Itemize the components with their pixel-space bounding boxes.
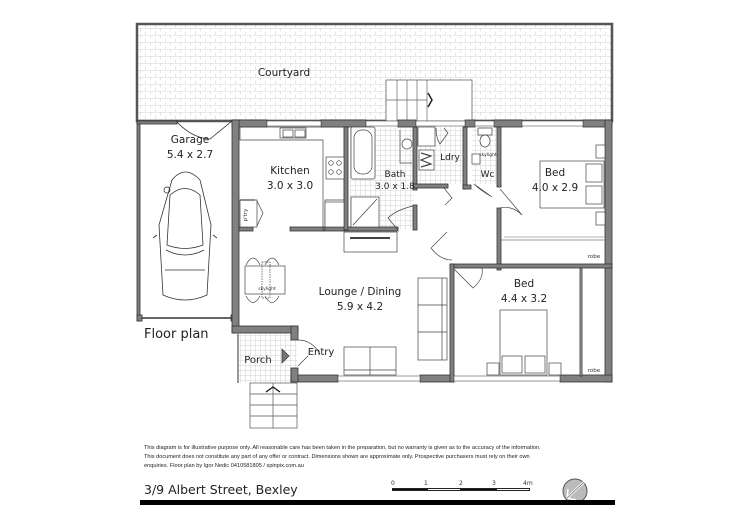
disclaimer-line-3: enquiries. Floor plan by Igor Nedic 0410… [144, 463, 304, 469]
courtyard-stairs [385, 79, 473, 122]
scale-segment [461, 488, 496, 491]
bedroom-1-furniture [501, 144, 606, 241]
garage-furniture [142, 120, 233, 319]
room-label-garage: Garage [170, 134, 210, 146]
room-label-bed-2: Bed [513, 278, 535, 290]
room-dims-bed-1: 4.0 x 2.9 [531, 182, 579, 194]
room-dims-garage: 5.4 x 2.7 [166, 149, 214, 161]
room-label-laundry: Ldry [440, 153, 460, 163]
scale-tick-3: 3 [492, 480, 496, 487]
scale-tick-1: 1 [424, 480, 428, 487]
robe-label-2: robe [587, 368, 601, 374]
room-dims-bath: 3.0 x 1.8 [375, 182, 415, 192]
lounge-furniture [244, 231, 453, 376]
windows [266, 120, 584, 382]
scale-tick-0: 0 [391, 480, 395, 487]
room-label-bed-1: Bed [544, 167, 566, 179]
scale-tick-4: 4m [523, 480, 533, 487]
skylight-label-dining: skylight [258, 287, 276, 292]
walls [136, 119, 613, 383]
room-label-courtyard: Courtyard [257, 67, 311, 79]
laundry-wc-fittings [417, 126, 523, 216]
room-dims-lounge-dining: 5.9 x 4.2 [336, 301, 384, 313]
disclaimer-text: This diagram is for illustrative purpose… [144, 444, 614, 471]
scale-bar: 0 1 2 3 4m [391, 480, 533, 494]
bedroom-2-furniture [453, 267, 562, 376]
property-address: 3/9 Albert Street, Bexley [144, 482, 298, 497]
disclaimer-line-2: This document does not constitute any pa… [144, 454, 530, 460]
room-label-lounge-dining: Lounge / Dining [318, 286, 402, 298]
room-label-kitchen: Kitchen [270, 165, 310, 177]
room-label-bath: Bath [384, 170, 406, 180]
bath-fittings [350, 126, 414, 231]
plan-title: Floor plan [144, 327, 209, 342]
scale-segment [392, 488, 427, 491]
footer-rule [140, 500, 615, 505]
room-dims-bed-2: 4.4 x 3.2 [500, 293, 548, 305]
disclaimer-line-1: This diagram is for illustrative purpose… [144, 445, 541, 451]
room-label-entry: Entry [307, 347, 335, 358]
room-label-wc: Wc [480, 170, 495, 180]
porch-stairs [237, 333, 298, 429]
room-label-porch: Porch [244, 355, 272, 366]
scale-segment [496, 488, 530, 491]
kitchen-fittings [239, 126, 345, 231]
car-icon [152, 171, 218, 301]
robe-label-1: robe [587, 254, 601, 260]
pantry-label: p'try [243, 208, 249, 222]
room-dims-kitchen: 3.0 x 3.0 [266, 180, 314, 192]
skylight-label-wc: skylight [479, 153, 497, 158]
courtyard-area [135, 22, 614, 123]
scale-tick-2: 2 [459, 480, 463, 487]
scale-segment [427, 488, 461, 491]
